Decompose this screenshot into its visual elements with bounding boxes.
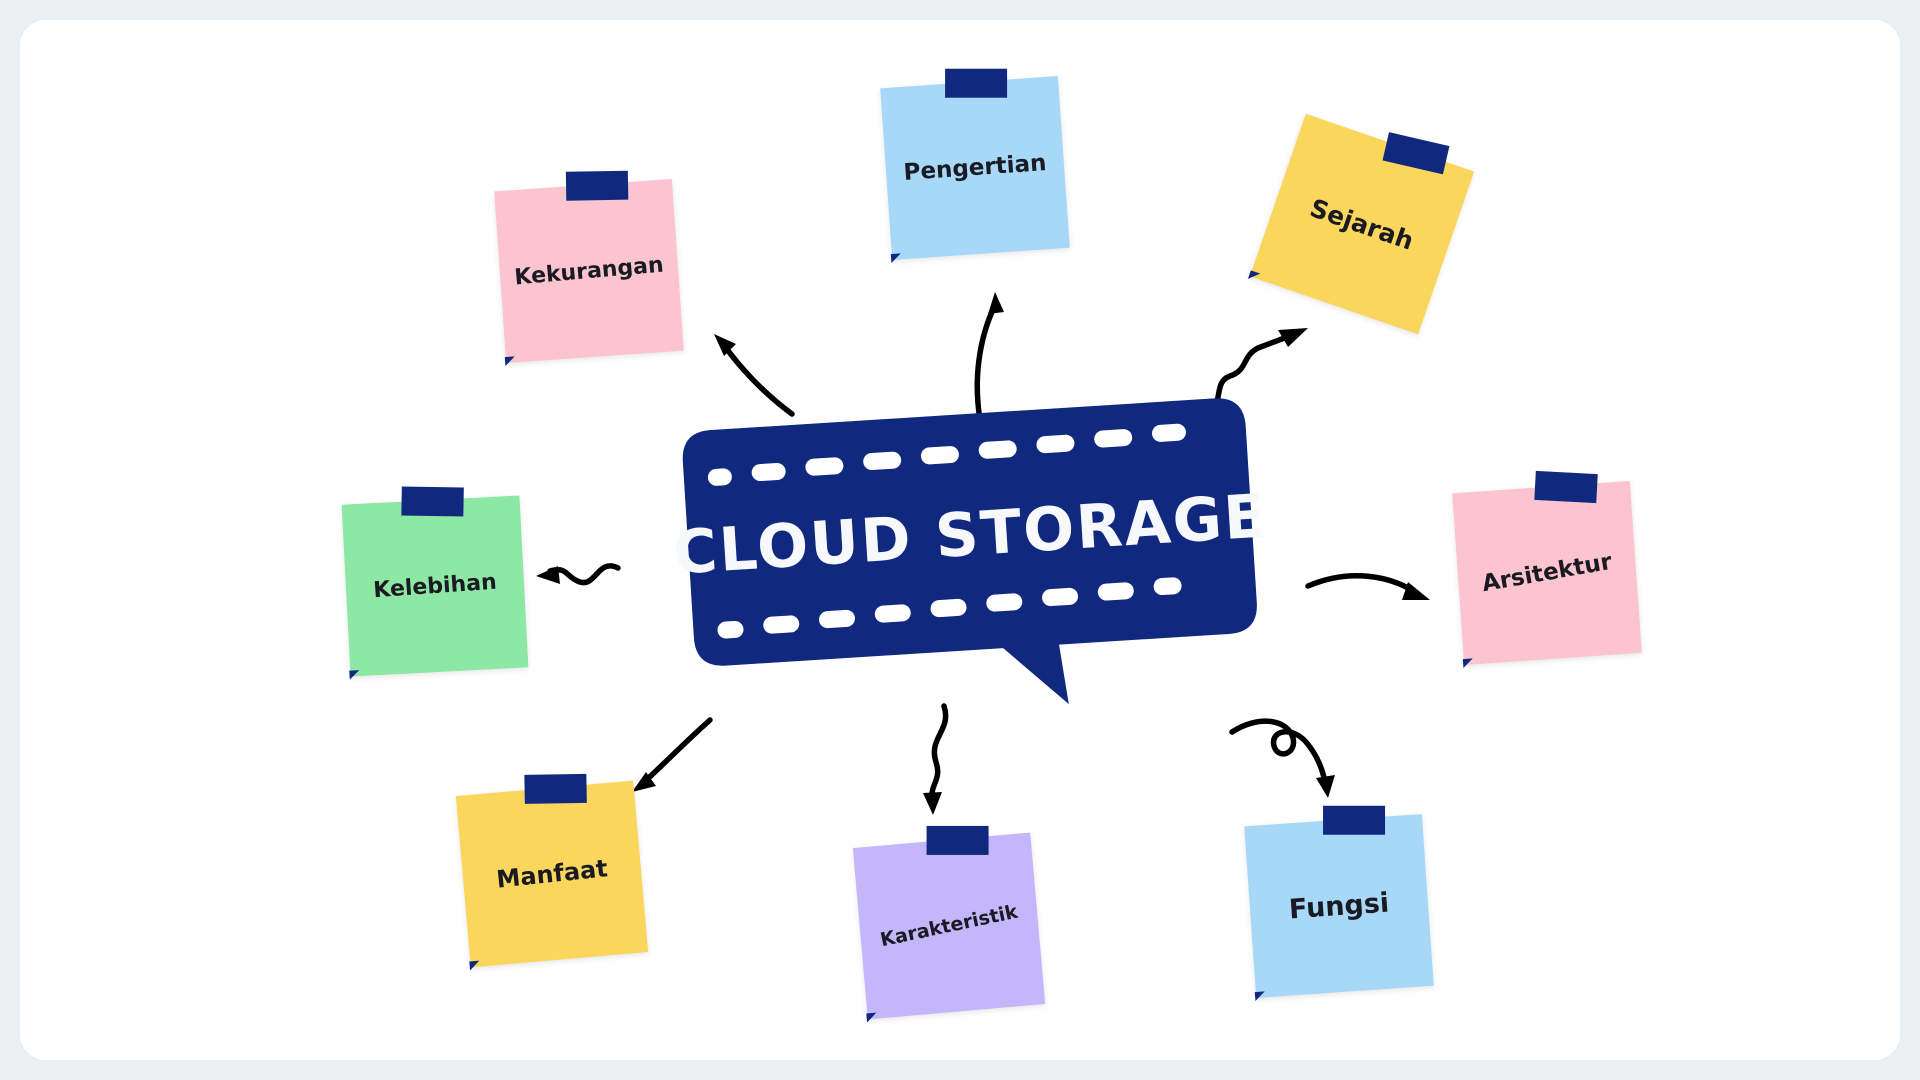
mindmap-canvas: CLOUD STORAGE Pengertian Sejarah Kekuran…	[20, 20, 1900, 1060]
folded-corner-icon	[866, 1012, 878, 1023]
connector-to-fungsi	[1229, 718, 1335, 798]
note-label-text: Karakteristik	[878, 900, 1020, 952]
connector-to-kelebihan	[536, 563, 621, 586]
note-label: Fungsi	[1244, 814, 1434, 998]
note-label: Kekurangan	[493, 178, 685, 365]
sticky-note-sejarah[interactable]: Sejarah	[1247, 113, 1475, 335]
note-label-text: Sejarah	[1306, 192, 1418, 256]
note-label: Arsitektur	[1444, 473, 1649, 673]
sticky-note-manfaat[interactable]: Manfaat	[454, 773, 649, 971]
connector-to-pengertian	[974, 292, 1004, 423]
sticky-note-fungsi[interactable]: Fungsi	[1244, 805, 1434, 1002]
connector-to-karakteristik	[923, 703, 949, 815]
note-label-text: Kelebihan	[372, 569, 498, 603]
sticky-note-arsitektur[interactable]: Arsitektur	[1452, 470, 1642, 669]
note-label-text: Fungsi	[1287, 887, 1391, 925]
sticky-note-karakteristik[interactable]: Karakteristik	[852, 825, 1046, 1023]
connector-to-kekurangan	[714, 334, 795, 417]
note-label: Manfaat	[454, 779, 649, 969]
sticky-note-kekurangan[interactable]: Kekurangan	[493, 170, 685, 367]
note-label-text: Manfaat	[495, 854, 609, 894]
note-label: Pengertian	[880, 76, 1070, 260]
sticky-note-pengertian[interactable]: Pengertian	[880, 68, 1070, 264]
sticky-note-kelebihan[interactable]: Kelebihan	[340, 486, 530, 680]
note-label-text: Arsitektur	[1480, 548, 1614, 598]
note-label: Kelebihan	[340, 494, 530, 678]
central-node-shape	[682, 398, 1257, 705]
central-node[interactable]: CLOUD STORAGE	[660, 398, 1280, 705]
connector-to-arsitektur	[1305, 573, 1430, 600]
note-label: Karakteristik	[844, 823, 1054, 1028]
note-label-text: Kekurangan	[513, 252, 665, 290]
note-label-text: Pengertian	[902, 150, 1048, 186]
connector-to-manfaat	[632, 717, 713, 792]
